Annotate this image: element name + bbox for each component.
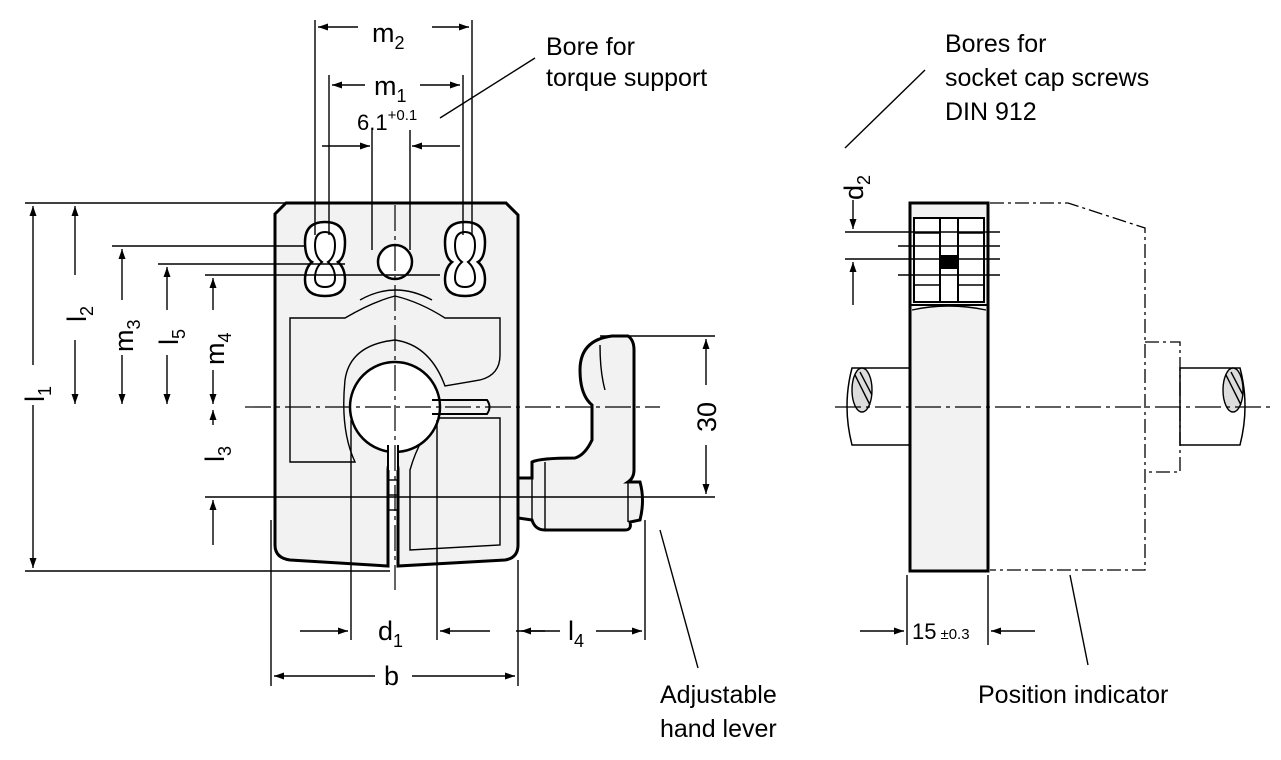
label-position-indicator: Position indicator [978, 681, 1168, 709]
hand-lever[interactable] [516, 334, 644, 532]
label-bores-screws: Bores for socket cap screws DIN 912 [945, 30, 1156, 126]
dim-lever-height: 30 [692, 402, 722, 432]
dim-d1: d1 [378, 616, 403, 651]
front-dimensions [25, 20, 715, 686]
label-bore-torque: Bore for torque support [546, 33, 707, 92]
position-indicator-outline [990, 202, 1146, 571]
label-hand-lever: Adjustable hand lever [660, 681, 784, 743]
dim-thickness: 15±0.3 [912, 619, 970, 644]
dim-d2: d2 [839, 175, 874, 200]
dim-m3: m3 [109, 319, 144, 352]
dim-l5: l5 [154, 329, 189, 345]
dim-m4: m4 [200, 332, 235, 365]
dim-m1: m1 [374, 71, 407, 106]
callout-labels: Bore for torque support Bores for socket… [546, 30, 1168, 743]
front-view [273, 201, 644, 568]
dim-l4: l4 [568, 616, 584, 651]
front-leaders [439, 57, 699, 669]
side-dimensions [835, 69, 1270, 666]
keyhole-right [443, 220, 487, 298]
front-dimension-labels: m2 m1 6.1+0.1 l1 l2 m3 l5 m4 l3 30 d1 l4… [20, 18, 722, 691]
keyhole-left [303, 220, 347, 298]
dim-m2: m2 [372, 18, 405, 53]
side-view [846, 201, 1246, 573]
dim-l3: l3 [200, 446, 235, 462]
dim-l2: l2 [62, 306, 97, 322]
dim-l1: l1 [20, 386, 55, 402]
front-centerlines [245, 205, 660, 590]
side-dimension-labels: d2 15±0.3 [839, 175, 970, 644]
slot-down-cover [388, 440, 398, 470]
dim-bore-dia: 6.1+0.1 [357, 107, 417, 135]
dim-b: b [384, 661, 399, 691]
